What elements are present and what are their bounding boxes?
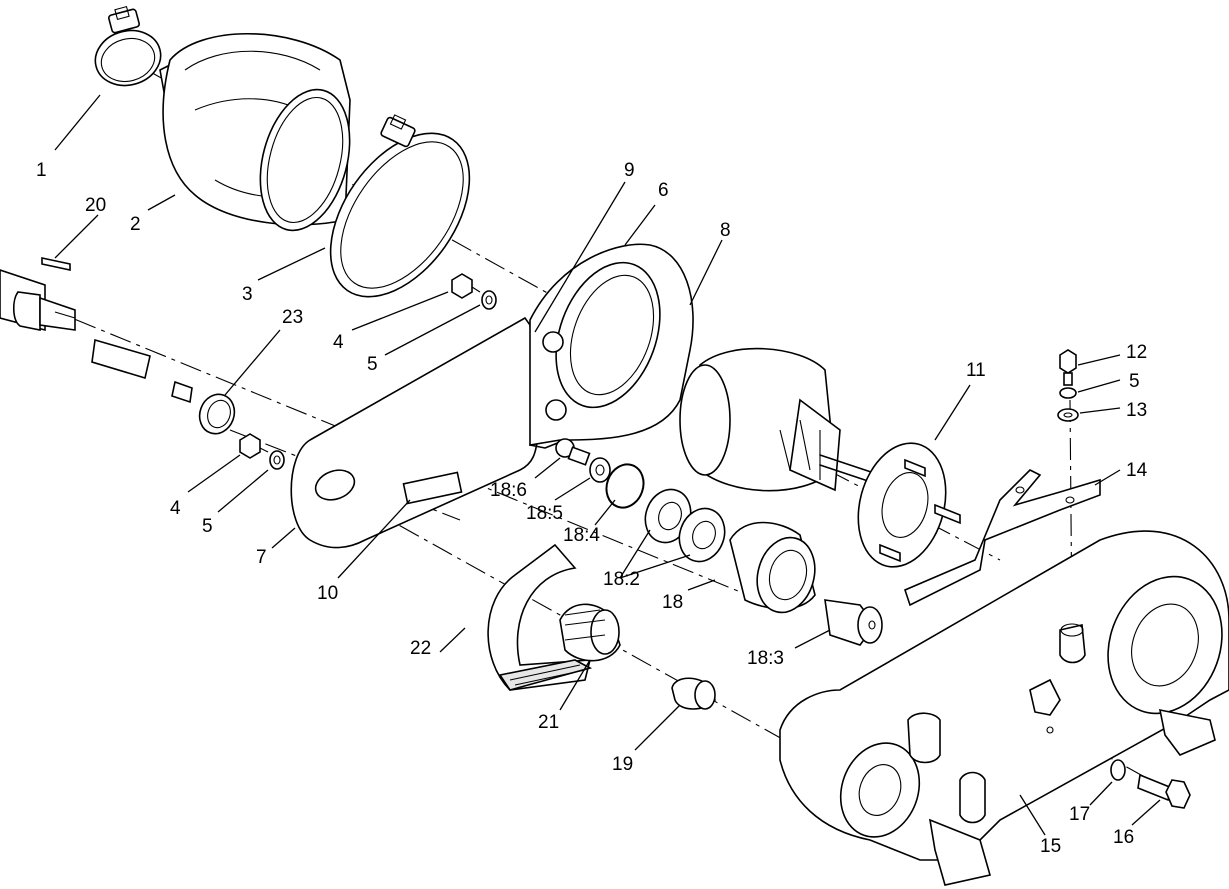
callout-23: 23: [282, 307, 303, 328]
callout-18-4: 18:4: [563, 525, 600, 546]
callout-13: 13: [1126, 400, 1147, 421]
callout-18-6: 18:6: [490, 480, 527, 501]
callout-20: 20: [85, 195, 106, 216]
drive-belt: [487, 543, 593, 691]
bellows-boot: [159, 33, 351, 232]
callout-15: 15: [1040, 836, 1061, 857]
pulley-housing: [529, 243, 694, 449]
side-bolt-and-lockwasher: [1110, 759, 1191, 809]
belt-cover-plate: [290, 316, 541, 549]
spacer-sleeve: [671, 677, 716, 710]
callout-19: 19: [612, 754, 633, 775]
mounting-bracket: [904, 469, 1101, 607]
callout-17: 17: [1069, 804, 1090, 825]
sprocket: [559, 603, 621, 662]
bearing-assembly: [555, 438, 883, 646]
callout-2: 2: [130, 214, 141, 235]
callout-labels: 1 2 3 4 4 5 5 5 6 7 8 9 10 11 12 13 14 1…: [36, 160, 1148, 857]
lower-bolt-and-washer: [239, 433, 285, 470]
callout-21: 21: [538, 712, 559, 733]
callout-16: 16: [1113, 827, 1134, 848]
shaft-key: [41, 257, 71, 271]
callout-18-5: 18:5: [526, 503, 563, 524]
callout-5-upper: 5: [367, 354, 378, 375]
vertical-bolt-stack: [1057, 349, 1079, 422]
callout-11: 11: [966, 360, 986, 381]
callout-18-2: 18:2: [603, 569, 640, 590]
callout-5-right: 5: [1129, 371, 1140, 392]
upper-bolt-and-washer: [451, 273, 497, 310]
callout-7: 7: [256, 547, 267, 568]
callout-1: 1: [36, 160, 47, 181]
leader-lines: [54, 94, 1161, 836]
callout-6: 6: [658, 180, 669, 201]
callout-3: 3: [242, 284, 253, 305]
drive-pulley: [679, 347, 881, 492]
callout-5-lower: 5: [202, 516, 213, 537]
callout-12: 12: [1126, 342, 1147, 363]
callout-10: 10: [317, 583, 338, 604]
oil-seal: [198, 393, 236, 435]
large-hose-clamp: [329, 114, 471, 298]
input-shaft: [0, 269, 193, 404]
callout-4-upper: 4: [333, 332, 344, 353]
callout-8: 8: [720, 220, 731, 241]
callout-18-3: 18:3: [747, 648, 784, 669]
callout-9: 9: [624, 160, 635, 181]
motor-flange: [857, 442, 961, 568]
callout-18: 18: [662, 592, 683, 613]
gear-housing: [779, 530, 1229, 886]
callout-14: 14: [1126, 460, 1148, 481]
small-hose-clamp: [94, 5, 162, 87]
callout-4-lower: 4: [170, 498, 181, 519]
callout-22: 22: [410, 638, 431, 659]
